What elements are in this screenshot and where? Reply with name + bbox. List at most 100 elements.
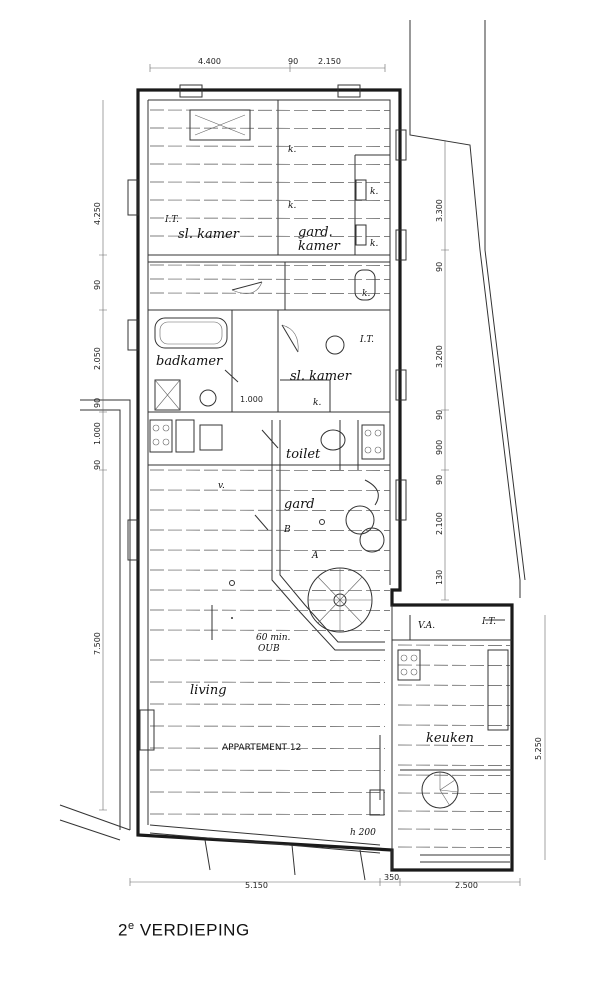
dim-right-2: 90 [435,262,444,272]
floor-hatch-line [397,810,511,812]
dim-right-8: 130 [435,570,444,585]
fixtures [139,109,509,881]
floor-hatch-line [149,629,391,631]
floor-hatch-line [149,489,391,491]
floor-hatch-line [397,764,511,766]
outer-walls [59,20,526,872]
floor-hatch-line [397,644,511,646]
label-it3: I.T. [481,617,496,627]
room-label-badkamer: badkamer [156,354,223,369]
bathtub-icon [154,317,228,349]
washbasin-icon [199,389,217,407]
label-va: V.A. [418,621,435,631]
dimension-lines [99,64,546,886]
floor-hatch-line [149,235,391,237]
floor-hatch-line [397,744,511,746]
floor-hatch-line [149,109,391,111]
floor-hatch-line [149,469,391,471]
label-it1: I.T. [164,215,179,225]
floor-hatch-line [149,181,391,183]
room-labels: sl. kamer gard. kamer badkamer sl. kamer… [156,225,474,753]
floor-hatch-line [397,792,511,794]
dim-right-7: 2.100 [435,512,444,535]
floor-hatch-line [397,846,511,848]
toilet-icon [320,429,346,451]
dim-bottom-right: 2.500 [455,881,478,890]
floor-hatch-line [397,704,511,706]
dim-left-7: 7.500 [93,632,102,655]
label-k5: k. [362,289,370,299]
sink-icon [325,335,345,355]
dim-right-3: 3.200 [435,345,444,368]
fixture-labels: k. k. k. k. k. k. I.T. I.T. I.T. v. V.A.… [164,145,496,838]
dim-right-4: 90 [435,410,444,420]
label-it2: I.T. [359,335,374,345]
floor-hatch-line [397,828,511,830]
label-k3: k. [370,187,378,197]
floor-hatch-line [149,747,386,749]
floor-title-sup: e [127,920,135,932]
dim-right-1: 3.300 [435,199,444,222]
label-h200: h 200 [350,828,376,838]
label-k4: k. [370,239,378,249]
dim-right-9: 5.250 [534,737,543,760]
dim-left-3: 2.050 [93,347,102,370]
dim-left-1: 4.250 [93,202,102,225]
room-label-living: living [190,683,227,698]
floor-hatch-line [149,681,386,683]
dim-top-mid: 90 [288,57,298,66]
label-stair-note-2: OUB [258,644,280,654]
floor-hatch-line [397,684,511,686]
interior-walls [148,100,512,870]
floor-hatch-line [397,774,511,776]
label-d1000: 1.000 [240,395,263,404]
room-label-sl-kamer-1: sl. kamer [178,227,240,242]
floor-hatch-line [149,529,391,531]
dimension-labels: 4.400 90 2.150 4.250 90 2.050 90 1.000 9… [93,57,543,890]
dim-left-2: 90 [93,280,102,290]
floor-title-number: 2 [118,920,128,940]
room-label-gard-kamer-1: gard. [298,225,333,240]
dim-bottom-mid: 350 [384,873,399,882]
label-stair-note-1: 60 min. [256,633,291,643]
floor-hatch-line [397,724,511,726]
floor-hatch-line [149,609,391,611]
dim-top-right: 2.150 [318,57,341,66]
spiral-staircase-icon [307,567,373,633]
floor-hatch-line [149,217,391,219]
floor-hatch-line [149,813,386,815]
room-label-toilet: toilet [286,447,321,462]
label-v: v. [218,481,225,491]
floor-hatch-line [149,703,386,705]
floor-hatch-line [149,127,391,129]
room-label-gard: gard [284,497,315,512]
bed-icon [189,109,251,141]
floor-title: 2e VERDIEPING [118,920,250,941]
floor-hatch-line [149,549,391,551]
floor-title-text: VERDIEPING [134,920,250,940]
stove-right-icon [361,424,385,460]
apartment-label: APPARTEMENT 12 [222,743,301,753]
floor-hatch-line [397,664,511,666]
dim-right-6: 90 [435,475,444,485]
label-k1: k. [288,145,296,155]
dim-top-left: 4.400 [198,57,221,66]
toilet-bowl-icon [354,269,376,301]
floor-hatch-line [149,163,391,165]
stove-icon [149,419,173,453]
floor-hatch-line [149,199,391,201]
dim-left-4: 90 [93,398,102,408]
floor-hatch-line [149,569,391,571]
floor-hatch-line [149,278,391,280]
room-label-gard-kamer-2: kamer [298,239,341,254]
floor-hatch-line [149,145,391,147]
floor-hatch-line [149,264,391,266]
floor-hatch-line [149,659,386,661]
floor-hatch-line [149,292,391,294]
dim-left-6: 90 [93,460,102,470]
dim-left-5: 1.000 [93,422,102,445]
floor-hatch-line [149,791,386,793]
label-b: B [283,525,291,535]
room-label-keuken: keuken [426,731,474,746]
